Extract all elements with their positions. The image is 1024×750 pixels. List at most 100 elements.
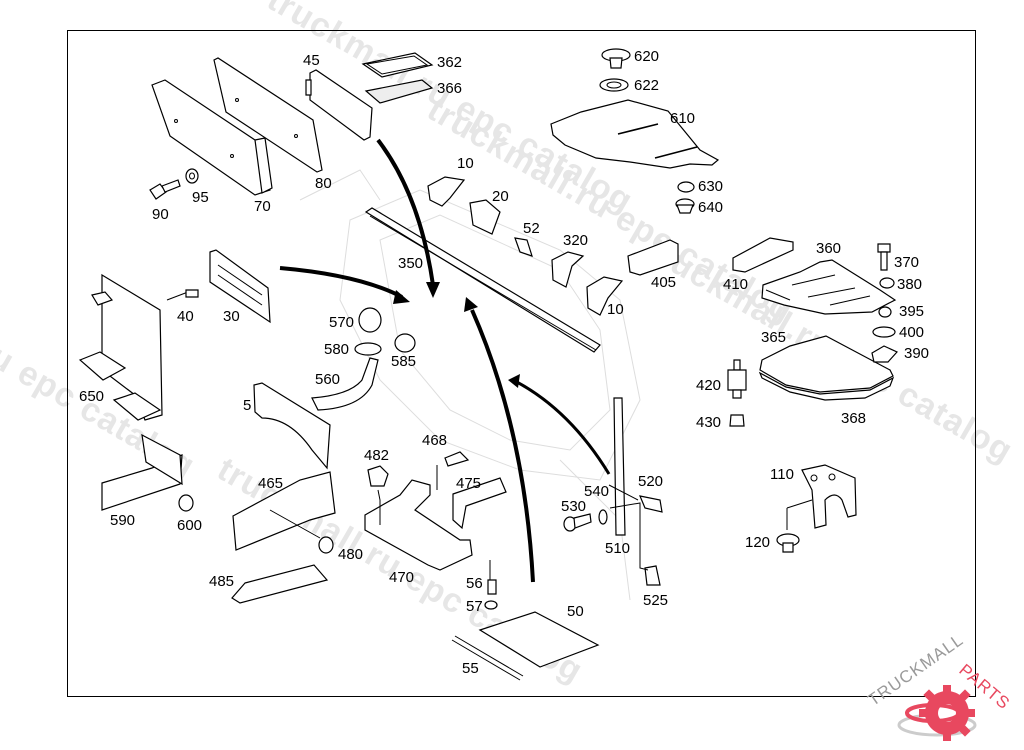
- part-55-strip: [451, 635, 524, 681]
- assembly-arrows: [279, 138, 611, 583]
- part-622-washer: [599, 78, 629, 92]
- part-50-plate: [478, 611, 600, 668]
- part-label: 395: [899, 303, 925, 320]
- part-label: 622: [634, 77, 660, 94]
- part-320-bracket: [551, 251, 585, 288]
- part-20-bracket: [469, 199, 501, 235]
- part-370-bolt: [877, 243, 891, 271]
- part-90-bolt: [149, 179, 181, 200]
- part-label: 585: [391, 353, 417, 370]
- part-label: 630: [698, 178, 724, 195]
- part-400-washer: [872, 326, 896, 338]
- part-540-washer: [598, 509, 608, 525]
- truckmallparts-logo: TRUCKMALL PARTS: [855, 630, 1020, 750]
- part-label: 405: [651, 274, 677, 291]
- part-label: 485: [209, 573, 235, 590]
- part-label: 530: [561, 498, 587, 515]
- part-368-plate: [758, 371, 895, 401]
- part-56-pin: [487, 579, 497, 595]
- part-610-plate: [550, 99, 720, 169]
- part-485-bar: [231, 564, 329, 604]
- part-468-bolt: [444, 451, 470, 467]
- part-366-gasket: [364, 79, 434, 104]
- part-label: 320: [563, 232, 589, 249]
- part-label: 5: [243, 397, 252, 414]
- part-label: 610: [670, 110, 696, 127]
- part-label: 55: [462, 660, 479, 677]
- part-630-bushing: [677, 181, 695, 193]
- part-label: 10: [457, 155, 474, 172]
- leader-lines: [269, 465, 813, 580]
- part-30-plate: [209, 249, 271, 324]
- part-label: 510: [605, 540, 631, 557]
- part-label: 480: [338, 546, 364, 563]
- part-590-bracket: [101, 433, 183, 511]
- part-510-rail: [613, 397, 626, 536]
- part-label: 10: [607, 301, 624, 318]
- part-600-nut: [178, 494, 194, 512]
- part-80-plate: [213, 57, 323, 173]
- part-470-bracket: [364, 479, 473, 571]
- part-label: 365: [761, 329, 787, 346]
- part-label: 560: [315, 371, 341, 388]
- part-label: 56: [466, 575, 483, 592]
- part-label: 620: [634, 48, 660, 65]
- part-380-washer: [879, 277, 895, 289]
- part-40-pin: [166, 289, 199, 301]
- part-390-clip: [871, 345, 898, 363]
- part-label: 410: [723, 276, 749, 293]
- part-label: 590: [110, 512, 136, 529]
- part-label: 110: [770, 466, 794, 483]
- part-120-nut: [776, 533, 800, 553]
- part-420-rubber-mount: [727, 359, 747, 399]
- part-label: 640: [698, 199, 724, 216]
- part-570-bellows: [358, 307, 382, 333]
- part-label: 600: [177, 517, 203, 534]
- part-430-nut: [729, 414, 745, 427]
- part-480-nut: [318, 536, 334, 554]
- part-label: 400: [899, 324, 925, 341]
- part-530-bolt: [563, 513, 592, 532]
- part-95-washer: [185, 168, 199, 184]
- part-520-bolt: [639, 495, 663, 513]
- diagram-frame: [67, 30, 976, 697]
- part-525-clip: [644, 565, 661, 586]
- part-label: 45: [303, 52, 320, 69]
- part-label: 40: [177, 308, 194, 325]
- part-label: 350: [398, 255, 424, 272]
- part-465-bracket: [232, 471, 336, 551]
- part-label: 360: [816, 240, 842, 257]
- part-585-bellows: [394, 333, 416, 353]
- part-580-clamp: [354, 342, 382, 356]
- part-label: 520: [638, 473, 664, 490]
- part-110-bracket: [801, 464, 857, 529]
- part-label: 475: [456, 475, 482, 492]
- part-label: 370: [894, 254, 920, 271]
- part-410-bracket: [732, 237, 794, 273]
- part-label: 482: [364, 447, 390, 464]
- part-10-bracket-2: [586, 276, 624, 316]
- part-label: 90: [152, 206, 169, 223]
- part-label: 390: [904, 345, 930, 362]
- part-360-plate: [761, 259, 897, 315]
- part-70-plate: [151, 79, 273, 196]
- part-label: 57: [466, 598, 483, 615]
- part-label: 50: [567, 603, 584, 620]
- part-482-nut: [367, 465, 389, 487]
- part-label: 52: [523, 220, 540, 237]
- part-label: 95: [192, 189, 209, 206]
- part-650-bracket: [78, 273, 163, 421]
- part-label: 570: [329, 314, 355, 331]
- part-label: 368: [841, 410, 867, 427]
- part-405-bracket: [627, 239, 679, 276]
- part-52-clip: [514, 237, 533, 257]
- part-label: 470: [389, 569, 415, 586]
- part-620-mount: [601, 48, 631, 69]
- part-label: 20: [492, 188, 509, 205]
- part-label: 430: [696, 414, 722, 431]
- background-chassis-outline: [299, 169, 641, 601]
- part-label: 465: [258, 475, 284, 492]
- part-365-plate: [759, 335, 894, 393]
- part-label: 366: [437, 80, 463, 97]
